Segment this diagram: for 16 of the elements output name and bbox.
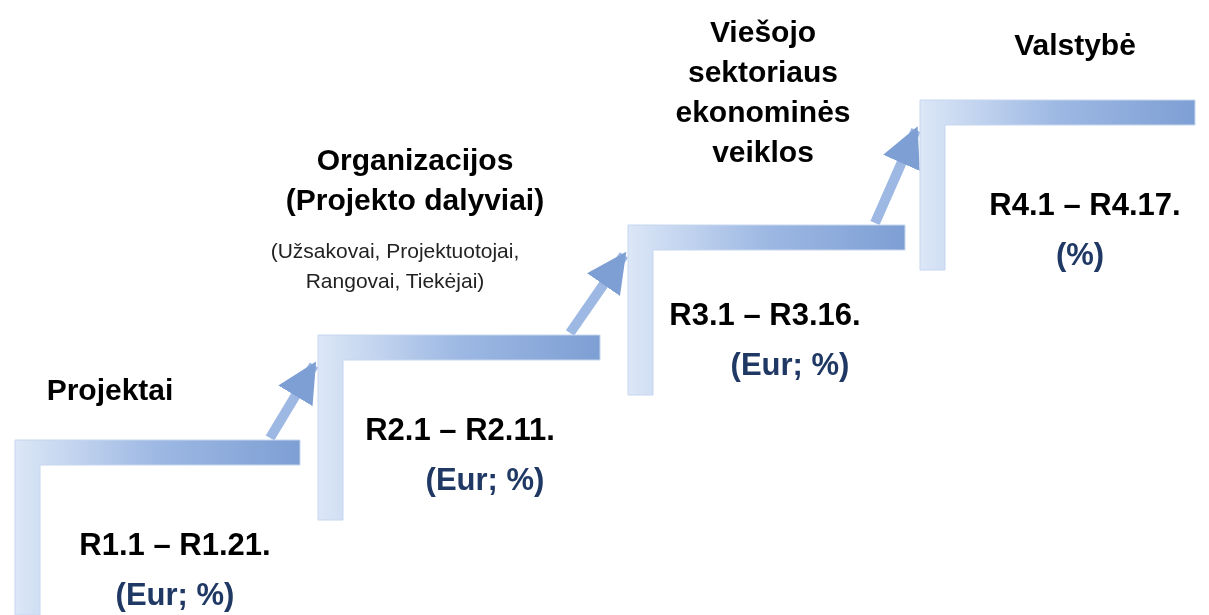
indicator-range: R2.1 – R2.11. <box>365 411 555 449</box>
step-heading: Viešojo sektoriaus ekonominės veiklos <box>674 14 852 170</box>
unit-label: (%) <box>1055 236 1105 274</box>
indicator-range: R1.1 – R1.21. <box>79 526 271 564</box>
step-heading: Organizacijos (Projekto dalyviai) <box>284 142 546 218</box>
indicator-range: R3.1 – R3.16. <box>669 296 861 334</box>
arrow <box>565 251 629 336</box>
unit-label: (Eur; %) <box>425 461 545 499</box>
arrow <box>870 126 921 225</box>
indicator-range: R4.1 – R4.17. <box>989 186 1181 224</box>
unit-label: (Eur; %) <box>115 576 235 614</box>
unit-label: (Eur; %) <box>730 346 850 384</box>
step-heading: Projektai <box>45 372 175 408</box>
step-heading: Valstybė <box>1013 27 1137 63</box>
arrow <box>265 361 319 441</box>
step-subheading: (Užsakovai, Projektuotojai, Rangovai, Tiekėjai) <box>269 238 521 294</box>
